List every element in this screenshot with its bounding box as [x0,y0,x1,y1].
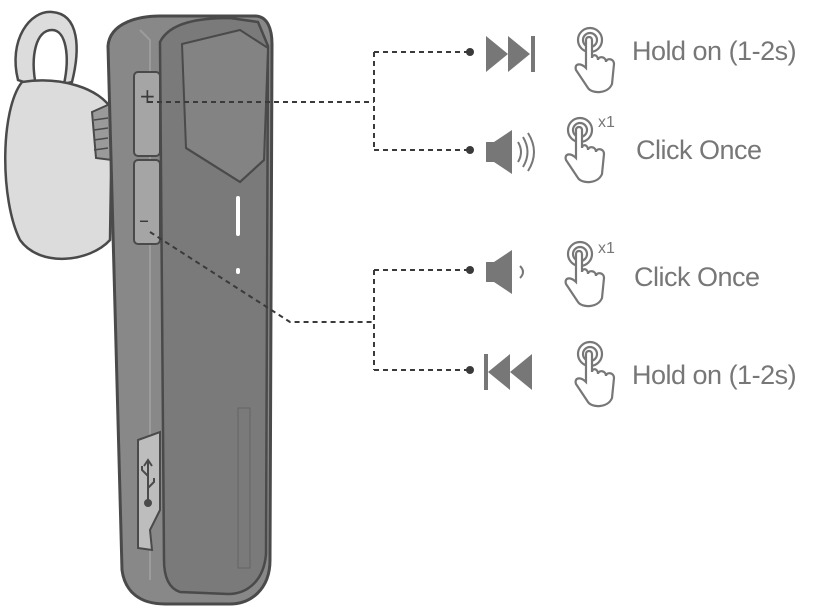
microphone-hole [236,268,240,274]
usb-icon [141,458,155,507]
volume-up-label: Click Once [636,135,762,165]
plus-sign: + [139,84,156,108]
volume-down-button[interactable] [133,159,161,245]
hold-gesture-hand-icon [574,340,616,408]
previous-track-icon [484,354,532,390]
volume-up-icon [486,130,535,174]
click-gesture-hand-icon [564,116,606,184]
minus-sign: – [139,208,149,232]
next-track-label: Hold on (1-2s) [632,36,797,66]
engraved-brand [237,407,251,569]
next-track-icon [486,36,535,72]
volume-up-button[interactable] [133,71,161,157]
click-count-badge: x1 [598,240,615,257]
headset-body [106,14,274,606]
leader-dots [466,48,474,374]
usb-port-cover[interactable] [137,430,161,552]
volume-down-label: Click Once [634,262,760,292]
click-count-badge: x1 [598,114,615,131]
volume-down-icon [486,250,524,294]
leader-lines [148,51,468,371]
click-gesture-hand-icon [564,240,606,308]
hold-gesture-hand-icon [574,26,616,94]
previous-track-label: Hold on (1-2s) [632,360,797,390]
ear-hook [4,10,114,261]
led-indicator [236,196,240,236]
